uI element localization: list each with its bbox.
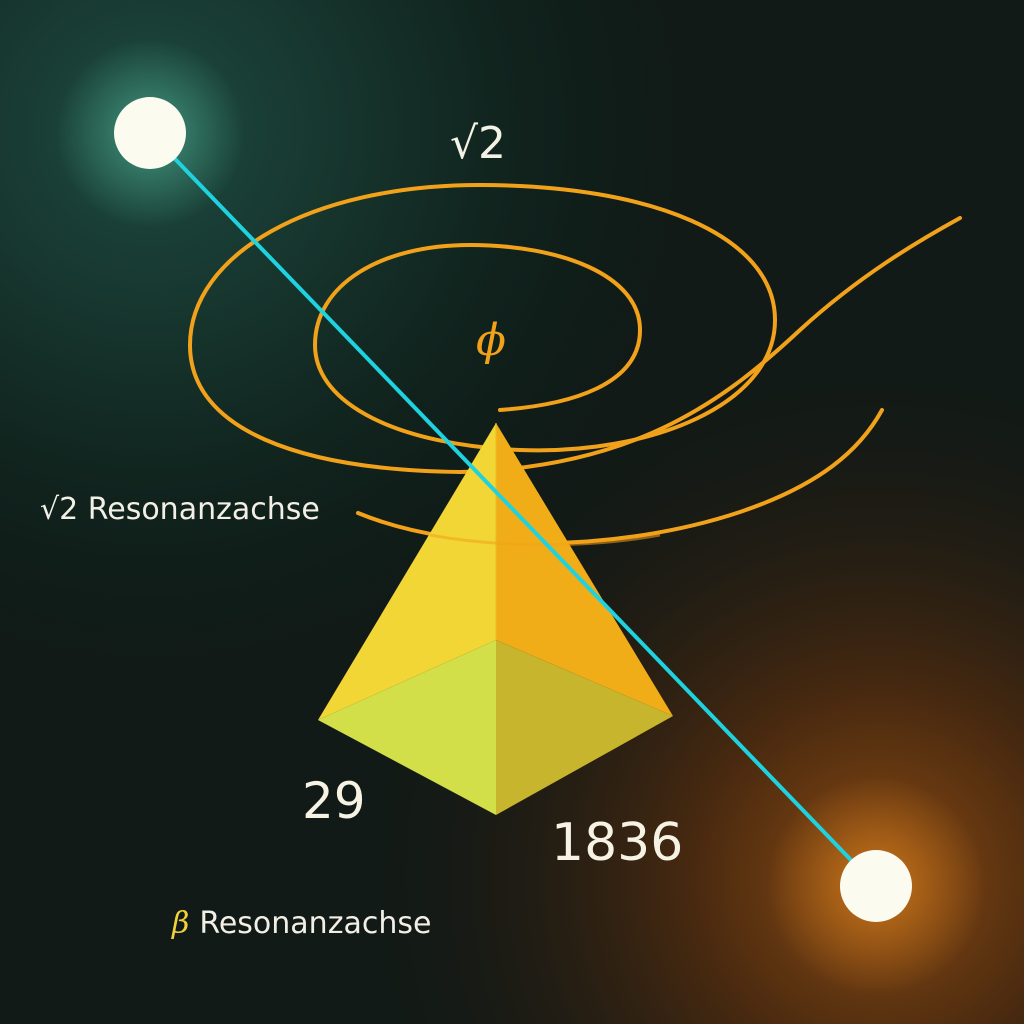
spiral-inner-arc <box>312 242 643 452</box>
node-top-left <box>114 97 186 169</box>
sqrt2-axis-label: √2 Resonanzachse <box>40 492 320 527</box>
beta-symbol: β <box>172 906 190 941</box>
sqrt2-label: √2 <box>450 118 507 169</box>
spiral-outer-arc <box>187 182 778 474</box>
pyramid-front-left-face <box>318 640 496 815</box>
phi-label: ϕ <box>476 315 506 366</box>
pyramid-left-face <box>318 423 496 720</box>
number-1836-label: 1836 <box>551 813 684 873</box>
pyramid <box>318 423 673 815</box>
pyramid-front-right-face <box>496 640 673 815</box>
spiral-tail-upper <box>458 216 962 474</box>
beta-axis-text: Resonanzachse <box>199 906 432 941</box>
node-bottom-right <box>840 850 912 922</box>
beta-axis-label: β Resonanzachse <box>172 906 431 941</box>
number-29-label: 29 <box>302 772 366 830</box>
pyramid-right-face <box>496 423 673 716</box>
resonance-axis-line <box>148 131 878 888</box>
